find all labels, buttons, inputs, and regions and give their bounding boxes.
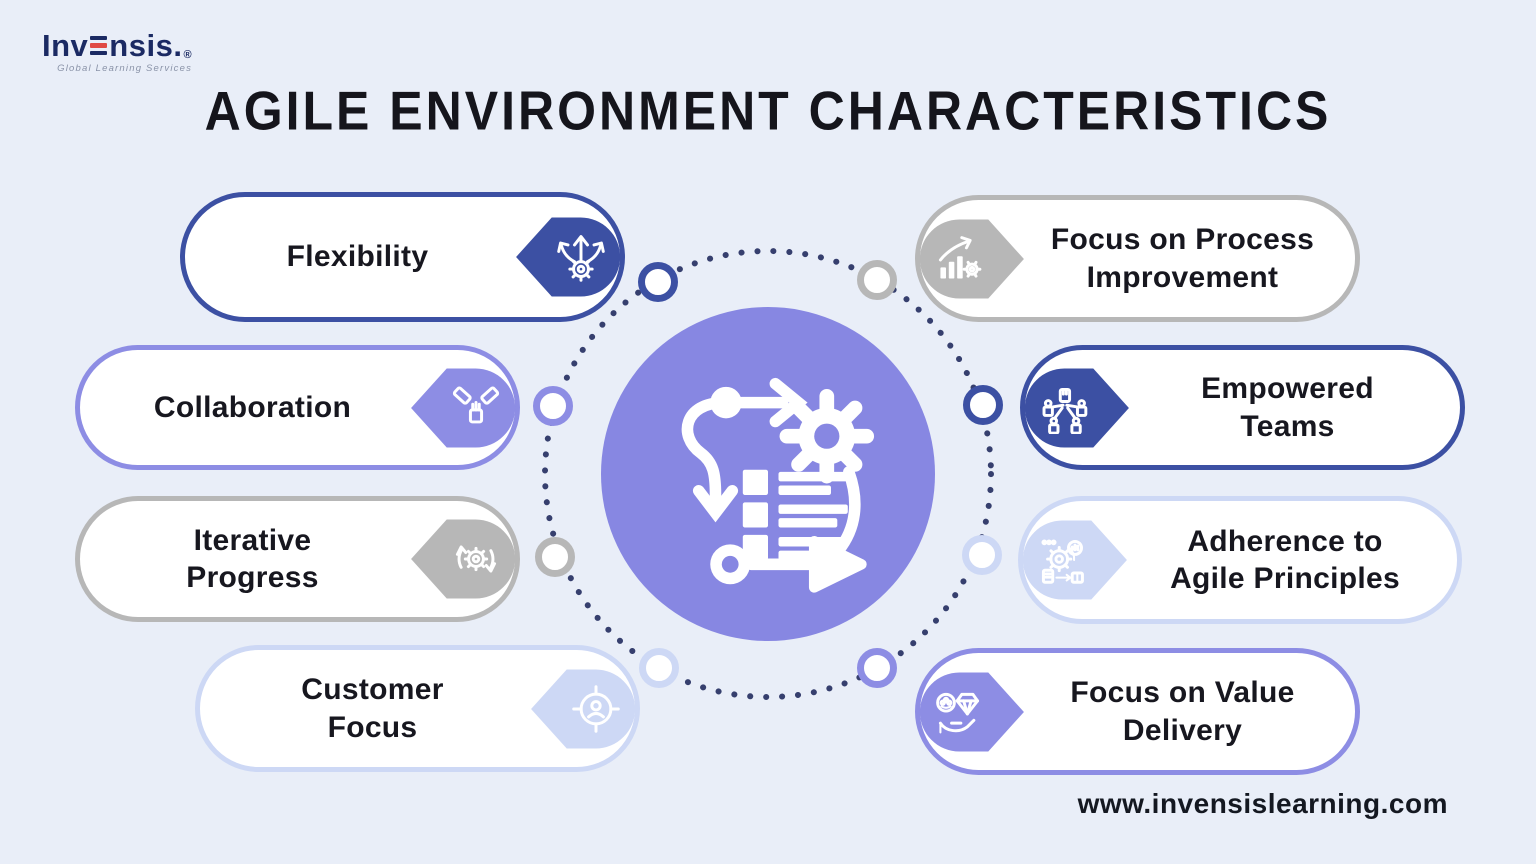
center-circle: [601, 307, 935, 641]
pill-process-improvement: Focus on Process Improvement: [915, 195, 1360, 322]
pill-customer-focus-label: Customer Focus: [301, 673, 444, 744]
pill-collaboration-label: Collaboration: [153, 390, 352, 424]
pill-value-delivery-label: Focus on Value Delivery: [1070, 676, 1295, 747]
hexagon-badge-shape: [411, 367, 516, 448]
pill-agile-principles: Adherence to Agile Principles: [1018, 496, 1462, 624]
pill-customer-focus: Customer Focus: [195, 645, 640, 772]
iterative-progress-badge: [403, 506, 529, 612]
pill-agile-principles-label: Adherence to Agile Principles: [1170, 524, 1400, 595]
pill-iterative-progress: Iterative Progress: [75, 496, 520, 622]
customer-target-icon: [572, 684, 620, 733]
customer-focus-badge: [523, 656, 649, 762]
ring-node-process-improvement: [857, 260, 897, 300]
ring-node-empowered-teams: [963, 385, 1003, 425]
pill-flexibility-label: Flexibility: [286, 240, 429, 274]
hexagon-badge-shape: [531, 668, 636, 749]
ring-node-collaboration: [533, 386, 573, 426]
pill-iterative-progress-label: Iterative Progress: [186, 523, 319, 594]
agile-principles-badge: [1009, 507, 1135, 613]
pill-empowered-teams-label: Empowered Teams: [1201, 372, 1374, 443]
ring-node-flexibility: [638, 262, 678, 302]
hexagon-badge-shape: [919, 671, 1024, 752]
pill-empowered-teams: Empowered Teams: [1020, 345, 1465, 470]
agile-sprint-cycle-icon: [681, 377, 875, 593]
empowered-teams-badge: [1011, 355, 1137, 461]
hexagon-badge-shape: [919, 218, 1024, 299]
pill-collaboration: Collaboration: [75, 345, 520, 470]
ring-node-agile-principles: [962, 535, 1002, 575]
hexagon-badge-shape: [411, 519, 516, 599]
invensis-logo: Inv nsis . ® Global Learning Services: [42, 30, 192, 74]
website-url: www.invensislearning.com: [1077, 788, 1448, 819]
pill-flexibility: Flexibility: [180, 192, 625, 322]
value-delivery-hand-diamond-icon: [936, 692, 980, 733]
ring-node-value-delivery: [857, 648, 897, 688]
value-delivery-badge: [906, 659, 1032, 765]
agile-principles-gear-icon: [1041, 539, 1084, 584]
ring-node-iterative-progress: [535, 537, 575, 577]
flexibility-icon: [557, 235, 605, 282]
wordmark-suffix: nsis: [109, 28, 174, 63]
stylized-e-bars-icon: [90, 35, 108, 56]
collaboration-badge: [403, 355, 529, 461]
pill-value-delivery: Focus on Value Delivery: [915, 648, 1360, 775]
page-title: AGILE ENVIRONMENT CHARACTERISTICS: [204, 80, 1332, 142]
wordmark-prefix: Inv: [42, 28, 89, 63]
collaboration-hands-icon: [452, 385, 500, 423]
process-improvement-badge: [906, 206, 1032, 312]
process-improvement-chart-icon: [938, 235, 982, 278]
pill-process-improvement-label: Focus on Process Improvement: [1050, 223, 1315, 294]
registered-mark: ®: [183, 49, 193, 61]
ring-node-customer-focus: [639, 648, 679, 688]
flexibility-badge: [508, 204, 634, 310]
wordmark-period: .: [173, 28, 183, 63]
invensis-wordmark: Inv nsis . ®: [42, 30, 192, 61]
iterative-cycle-gear-icon: [455, 545, 497, 573]
logo-tagline: Global Learning Services: [57, 63, 193, 74]
empowered-teams-icon: [1042, 387, 1088, 434]
